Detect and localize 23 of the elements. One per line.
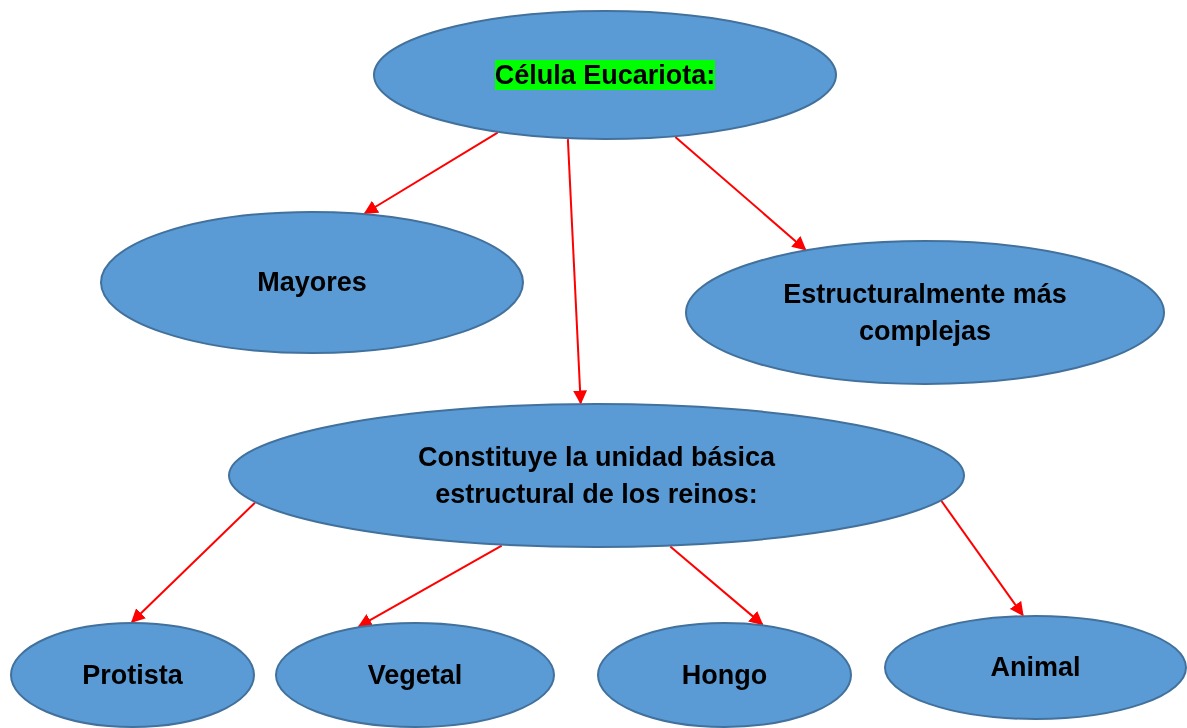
concept-ellipse <box>10 622 255 728</box>
node-label: Hongo <box>681 658 768 692</box>
node-label: Célula Eucariota: <box>494 58 716 92</box>
arrow <box>130 501 256 623</box>
arrow <box>669 545 764 626</box>
concept-ellipse <box>597 622 852 728</box>
concept-ellipse <box>685 240 1165 385</box>
node-label: Mayores <box>257 266 367 300</box>
arrow <box>363 131 499 215</box>
concept-ellipse <box>884 615 1187 720</box>
concept-ellipse <box>100 211 524 354</box>
node-label: Protista <box>82 658 183 692</box>
concept-ellipse <box>275 622 555 728</box>
node-label: Animal <box>990 651 1081 685</box>
arrow <box>566 138 588 405</box>
arrow <box>674 135 807 251</box>
arrow <box>357 544 503 628</box>
concept-ellipse <box>373 10 837 140</box>
node-label: Constituye la unidad básica estructural de los reinos: <box>416 441 777 511</box>
concept-ellipse <box>228 403 965 548</box>
node-label: Estructuralmente más complejas <box>782 278 1068 348</box>
node-label: Vegetal <box>367 658 463 692</box>
arrow <box>940 500 1024 617</box>
